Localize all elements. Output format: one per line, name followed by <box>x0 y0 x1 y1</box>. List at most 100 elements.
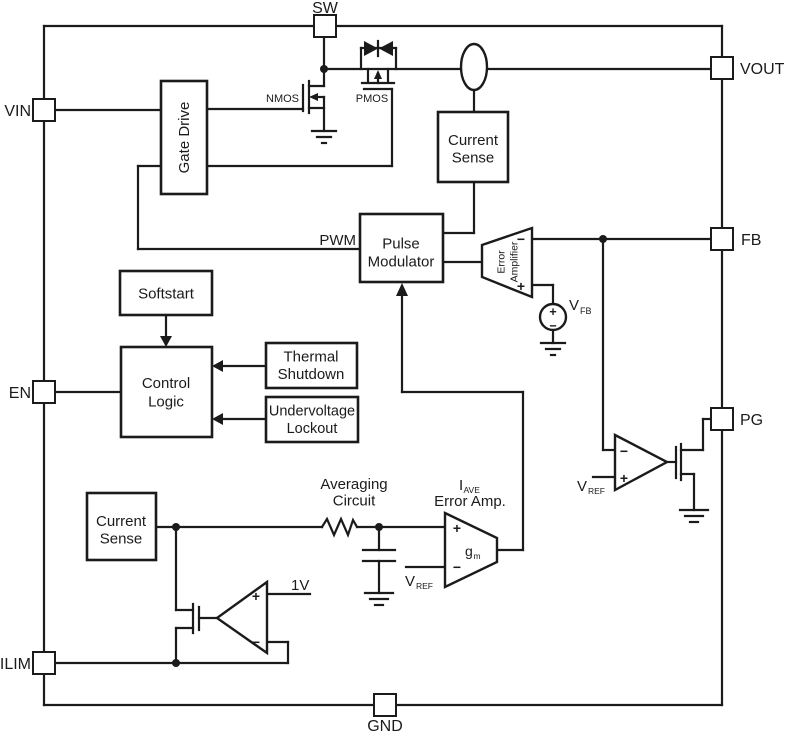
pg-comparator-body <box>613 433 670 493</box>
error-amplifier: Error Amplifier − + <box>480 226 534 299</box>
gate-drive-box <box>159 79 209 196</box>
pg-pin-square <box>710 407 734 431</box>
junction-dot <box>172 523 180 531</box>
current-sense-bottom-label1: Current <box>96 513 147 530</box>
pin-sw: SW <box>312 0 339 38</box>
undervoltage-lockout-label2: Lockout <box>287 421 338 437</box>
ilim-comparator-minus: − <box>252 634 260 650</box>
resistor-symbol <box>320 516 359 539</box>
gm-label: g <box>465 543 473 559</box>
pin-ilim: ILIM <box>0 651 56 675</box>
ilim-section-wires <box>53 525 312 665</box>
iave-error-amp-plus: + <box>453 520 461 536</box>
pg-comparator: − + V REF <box>577 433 670 496</box>
diode-right-triangle <box>379 41 393 56</box>
nmos-label: NMOS <box>266 93 299 105</box>
one-volt-label: 1V <box>291 577 309 594</box>
pg-mosfet-symbol <box>674 442 683 482</box>
block-current-sense-top: Current Sense <box>436 110 510 184</box>
nmos-ground-symbol <box>310 129 338 145</box>
gnd-pin-square <box>373 693 397 717</box>
pulse-modulator-box <box>358 212 445 284</box>
vref-gm-label-sub: REF <box>416 581 433 591</box>
vout-pin-square <box>710 56 734 80</box>
current-sense-bottom-box <box>85 491 158 562</box>
ilim-comparator-plus: + <box>252 588 260 604</box>
control-logic-wires <box>53 313 268 425</box>
current-sense-top-label2: Sense <box>452 150 495 167</box>
junction-dot <box>320 65 328 73</box>
pmos-label: PMOS <box>356 93 388 105</box>
averaging-circuit-label: Averaging Circuit <box>320 476 387 510</box>
gnd-pin-label: GND <box>367 718 403 735</box>
iave-title-sub: AVE <box>464 485 481 495</box>
vin-pin-label: VIN <box>4 103 31 120</box>
gm-output-wires <box>396 283 525 552</box>
current-sense-top-label1: Current <box>448 132 499 149</box>
sw-pin-label: SW <box>312 0 339 17</box>
ilim-comparator: + − 1V <box>214 577 309 656</box>
vfb-label: V <box>569 297 579 314</box>
pg-ground-symbol <box>678 508 710 524</box>
pg-comparator-plus: + <box>620 470 628 486</box>
vin-pin-square <box>32 98 56 122</box>
block-thermal-shutdown: Thermal Shutdown <box>264 341 359 390</box>
iave-error-amp-minus: − <box>453 559 461 575</box>
vout-pin-label: VOUT <box>740 61 785 78</box>
vfb-source-plus: + <box>549 305 556 319</box>
vref-gm-label: V <box>405 573 415 590</box>
capacitor-ground-symbol <box>363 591 395 607</box>
block-pulse-modulator: Pulse Modulator <box>358 212 445 284</box>
pin-vin: VIN <box>4 98 56 122</box>
thermal-shutdown-label1: Thermal <box>283 349 338 366</box>
sw-pin-square <box>313 14 337 38</box>
arrowhead-softstart <box>160 336 172 347</box>
block-current-sense-bottom: Current Sense <box>85 491 158 562</box>
thermal-shutdown-label2: Shutdown <box>278 366 345 383</box>
block-gate-drive: Gate Drive <box>159 79 209 196</box>
fb-pin-label: FB <box>741 232 761 249</box>
pin-gnd: GND <box>367 693 403 735</box>
undervoltage-lockout-box <box>264 395 360 444</box>
ilim-mosfet-symbol <box>191 602 201 635</box>
junction-dot <box>375 523 383 531</box>
vfb-source-circle <box>538 302 568 332</box>
error-amplifier-body <box>480 226 534 299</box>
iave-title: I <box>459 477 463 494</box>
gm-label-sub: m <box>474 551 481 561</box>
vfb-source-minus: − <box>549 319 556 333</box>
averaging-circuit-wires <box>154 516 447 569</box>
block-undervoltage-lockout: Undervoltage Lockout <box>264 395 360 444</box>
iave-error-amp: + − g m I AVE Error Amp. V REF <box>405 477 506 591</box>
iave-title2: Error Amp. <box>434 493 506 510</box>
undervoltage-lockout-label1: Undervoltage <box>269 404 355 420</box>
pin-fb: FB <box>710 227 761 251</box>
pg-comparator-minus: − <box>620 443 628 459</box>
pulse-modulator-label2: Modulator <box>368 254 435 271</box>
vref-pg-label-sub: REF <box>588 486 605 496</box>
pin-pg: PG <box>710 407 763 431</box>
pmos-symbol <box>360 67 396 91</box>
nmos-body-arrow <box>309 93 318 101</box>
error-amplifier-minus: − <box>517 231 525 247</box>
error-amplifier-plus: + <box>517 278 525 294</box>
arrowhead-thermal <box>212 360 223 372</box>
inductor-symbol <box>459 42 489 92</box>
gate-drive-label: Gate Drive <box>176 102 193 174</box>
body-diode-symbol <box>359 39 398 71</box>
junction-dot <box>599 235 607 243</box>
current-sense-top-box <box>436 110 510 184</box>
error-amp-wires <box>441 237 713 452</box>
control-logic-label2: Logic <box>148 394 184 411</box>
softstart-box <box>118 269 214 317</box>
vfb-source-symbol: + − V FB <box>538 297 592 333</box>
diode-left-triangle <box>364 41 378 56</box>
en-pin-square <box>32 380 56 404</box>
capacitor-symbol <box>361 525 397 595</box>
iave-error-amp-body <box>443 511 499 589</box>
pulse-modulator-label1: Pulse <box>382 236 420 253</box>
en-pin-label: EN <box>9 385 31 402</box>
pin-en: EN <box>9 380 56 404</box>
ilim-pin-square <box>32 651 56 675</box>
